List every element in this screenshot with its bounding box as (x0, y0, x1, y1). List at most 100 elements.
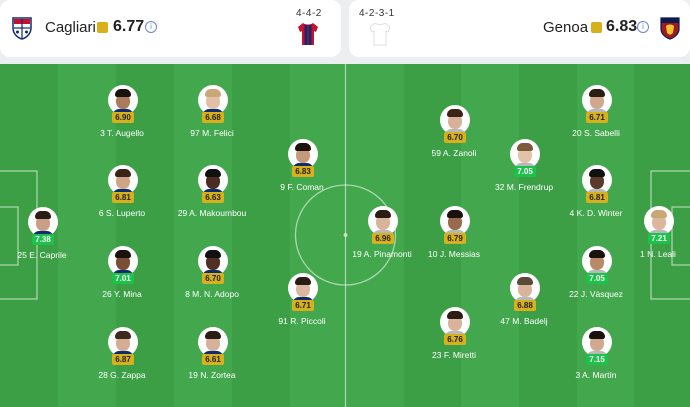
home-shirt-icon (298, 23, 318, 45)
away-formation: 4-2-3-1 (359, 8, 395, 19)
player-rating: 6.63 (202, 192, 224, 203)
away-player[interactable]: 7.05 32 M. Frendrup (474, 139, 574, 209)
player-photo (198, 327, 228, 357)
home-player[interactable]: 6.70 8 M. N. Adopo (162, 246, 262, 316)
player-name: 32 M. Frendrup (494, 182, 554, 192)
away-player[interactable]: 6.96 19 A. Pinamonti (332, 206, 432, 276)
player-rating: 7.05 (514, 166, 536, 177)
player-rating: 6.71 (586, 112, 608, 123)
player-photo (440, 206, 470, 236)
player-rating: 7.38 (32, 234, 54, 245)
player-name: 3 T. Augello (100, 128, 144, 138)
player-name: 59 A. Zanoli (431, 148, 477, 158)
player-name: 4 K. D. Winter (569, 208, 623, 218)
player-photo (108, 165, 138, 195)
home-team-name[interactable]: Cagliari (45, 19, 96, 36)
home-player[interactable]: 6.81 6 S. Luperto (72, 165, 172, 235)
player-rating: 6.83 (292, 166, 314, 177)
player-name: 25 E. Caprile (17, 250, 67, 260)
away-player[interactable]: 7.21 1 N. Leali (608, 206, 690, 276)
player-photo (582, 327, 612, 357)
player-rating: 7.05 (586, 273, 608, 284)
player-rating: 6.68 (202, 112, 224, 123)
player-rating: 7.21 (648, 233, 670, 244)
player-name: 1 N. Leali (640, 249, 676, 259)
away-team-name[interactable]: Genoa (543, 19, 589, 36)
away-team-rating: 6.83 (606, 18, 638, 35)
away-player[interactable]: 6.79 10 J. Messias (404, 206, 504, 276)
away-player[interactable]: 6.81 4 K. D. Winter (546, 165, 646, 235)
player-name: 8 M. N. Adopo (185, 289, 239, 299)
player-name: 97 M. Felici (190, 128, 234, 138)
home-rating-info-icon[interactable]: i (145, 21, 157, 33)
genoa-crest-icon (660, 17, 680, 40)
player-photo (440, 307, 470, 337)
player-name: 19 N. Zortea (188, 370, 236, 380)
home-player[interactable]: 6.83 9 F. Coman (252, 139, 352, 209)
away-team-header: 4-2-3-1 Genoa 6.83 i (349, 0, 690, 57)
player-rating: 6.81 (586, 192, 608, 203)
home-player[interactable]: 6.68 97 M. Felici (162, 85, 262, 155)
player-name: 9 F. Coman (280, 182, 324, 192)
player-rating: 6.61 (202, 354, 224, 365)
player-photo (510, 273, 540, 303)
away-rating-badge-icon (591, 22, 602, 33)
player-rating: 6.81 (112, 192, 134, 203)
player-rating: 6.70 (202, 273, 224, 284)
player-rating: 6.88 (514, 300, 536, 311)
cagliari-crest-icon (12, 17, 32, 40)
player-photo (582, 85, 612, 115)
player-name: 91 R. Piccoli (278, 316, 326, 326)
player-rating: 6.90 (112, 112, 134, 123)
away-player[interactable]: 6.76 23 F. Miretti (404, 307, 504, 377)
player-rating: 6.76 (444, 334, 466, 345)
player-photo (288, 139, 318, 169)
player-photo (198, 246, 228, 276)
player-photo (368, 206, 398, 236)
player-rating: 6.70 (444, 132, 466, 143)
player-photo (288, 273, 318, 303)
player-name: 6 S. Luperto (98, 208, 146, 218)
player-photo (644, 206, 674, 236)
player-name: 28 G. Zappa (98, 370, 146, 380)
player-photo (510, 139, 540, 169)
away-shirt-icon (369, 22, 391, 46)
player-photo (198, 165, 228, 195)
player-name: 26 Y. Mina (102, 289, 142, 299)
player-photo (440, 105, 470, 135)
home-player[interactable]: 6.71 91 R. Piccoli (252, 273, 352, 343)
away-player[interactable]: 6.70 59 A. Zanoli (404, 105, 504, 175)
player-rating: 7.15 (586, 354, 608, 365)
home-player[interactable]: 6.63 29 A. Makoumbou (162, 165, 262, 235)
player-photo (198, 85, 228, 115)
home-player[interactable]: 7.38 25 E. Caprile (0, 207, 92, 277)
player-photo (582, 165, 612, 195)
away-rating-info-icon[interactable]: i (637, 21, 649, 33)
player-name: 10 J. Messias (428, 249, 480, 259)
away-player[interactable]: 6.71 20 S. Sabelli (546, 85, 646, 155)
player-photo (28, 207, 58, 237)
home-team-header: Cagliari 6.77 i 4-4-2 (0, 0, 341, 57)
home-formation: 4-4-2 (296, 8, 322, 19)
player-photo (108, 327, 138, 357)
player-name: 23 F. Miretti (432, 350, 476, 360)
player-name: 19 A. Pinamonti (352, 249, 412, 259)
home-player[interactable]: 6.90 3 T. Augello (72, 85, 172, 155)
player-name: 20 S. Sabelli (572, 128, 620, 138)
home-player[interactable]: 6.61 19 N. Zortea (162, 327, 262, 397)
player-name: 29 A. Makoumbou (177, 208, 247, 218)
player-photo (108, 246, 138, 276)
home-team-rating: 6.77 (113, 18, 145, 35)
pitch: 7.38 25 E. Caprile 6.90 3 T. Augello 6.81 6 S… (0, 64, 690, 407)
player-rating: 6.79 (444, 233, 466, 244)
player-rating: 6.96 (372, 233, 394, 244)
player-rating: 6.71 (292, 300, 314, 311)
player-photo (108, 85, 138, 115)
player-name: 47 M. Badelj (500, 316, 548, 326)
home-rating-badge-icon (97, 22, 108, 33)
away-player[interactable]: 6.88 47 M. Badelj (474, 273, 574, 343)
